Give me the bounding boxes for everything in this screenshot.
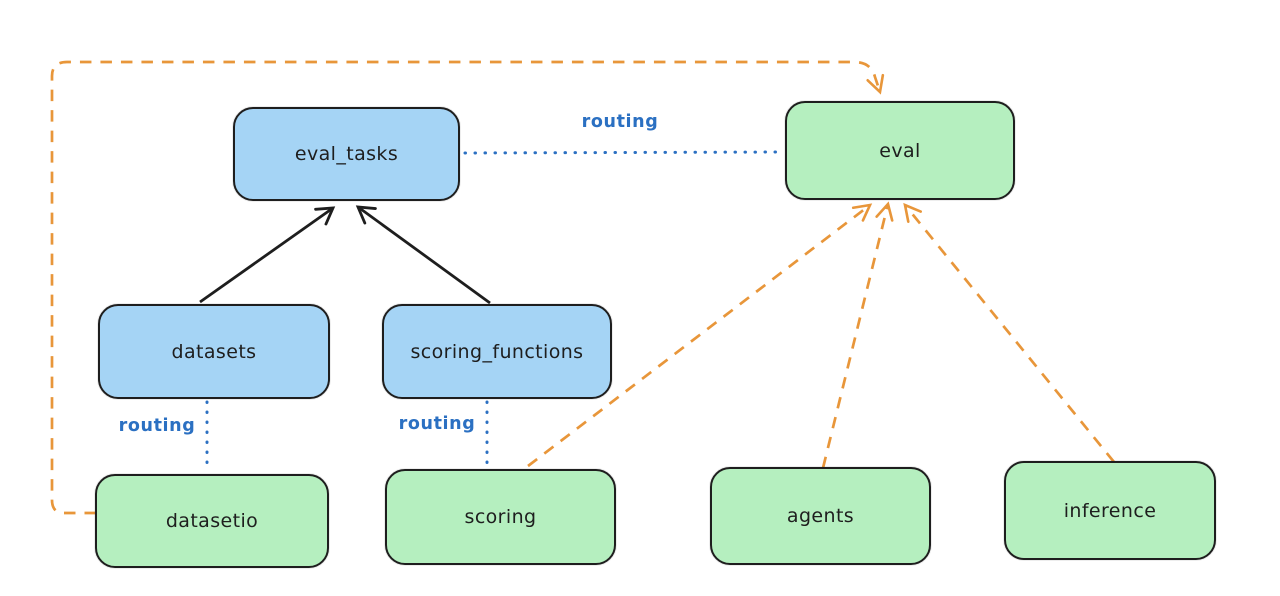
edge-datasetio-to-eval [50, 60, 885, 515]
node-datasetio: datasetio [95, 474, 329, 568]
node-scoring-functions: scoring_functions [382, 304, 612, 399]
edge-agents-to-eval [821, 201, 894, 469]
node-datasets: datasets [98, 304, 330, 399]
edge-routing-eval-tasks-to-eval [463, 150, 784, 155]
edge-label-routing-datasets-datasetio: routing [118, 416, 196, 436]
edge-inference-to-eval [903, 202, 1116, 463]
node-eval-tasks: eval_tasks [233, 107, 460, 201]
edge-datasets-to-eval-tasks [199, 206, 336, 304]
edge-scoring-to-eval [527, 203, 873, 468]
edge-label-routing-scoring-functions-scoring: routing [398, 414, 476, 434]
edge-scoring-functions-to-eval-tasks [355, 205, 491, 305]
edge-label-routing-eval-tasks-eval: routing [581, 112, 659, 132]
node-eval: eval [785, 101, 1015, 200]
node-inference: inference [1004, 461, 1216, 560]
node-agents: agents [710, 467, 931, 565]
node-scoring: scoring [385, 469, 616, 565]
